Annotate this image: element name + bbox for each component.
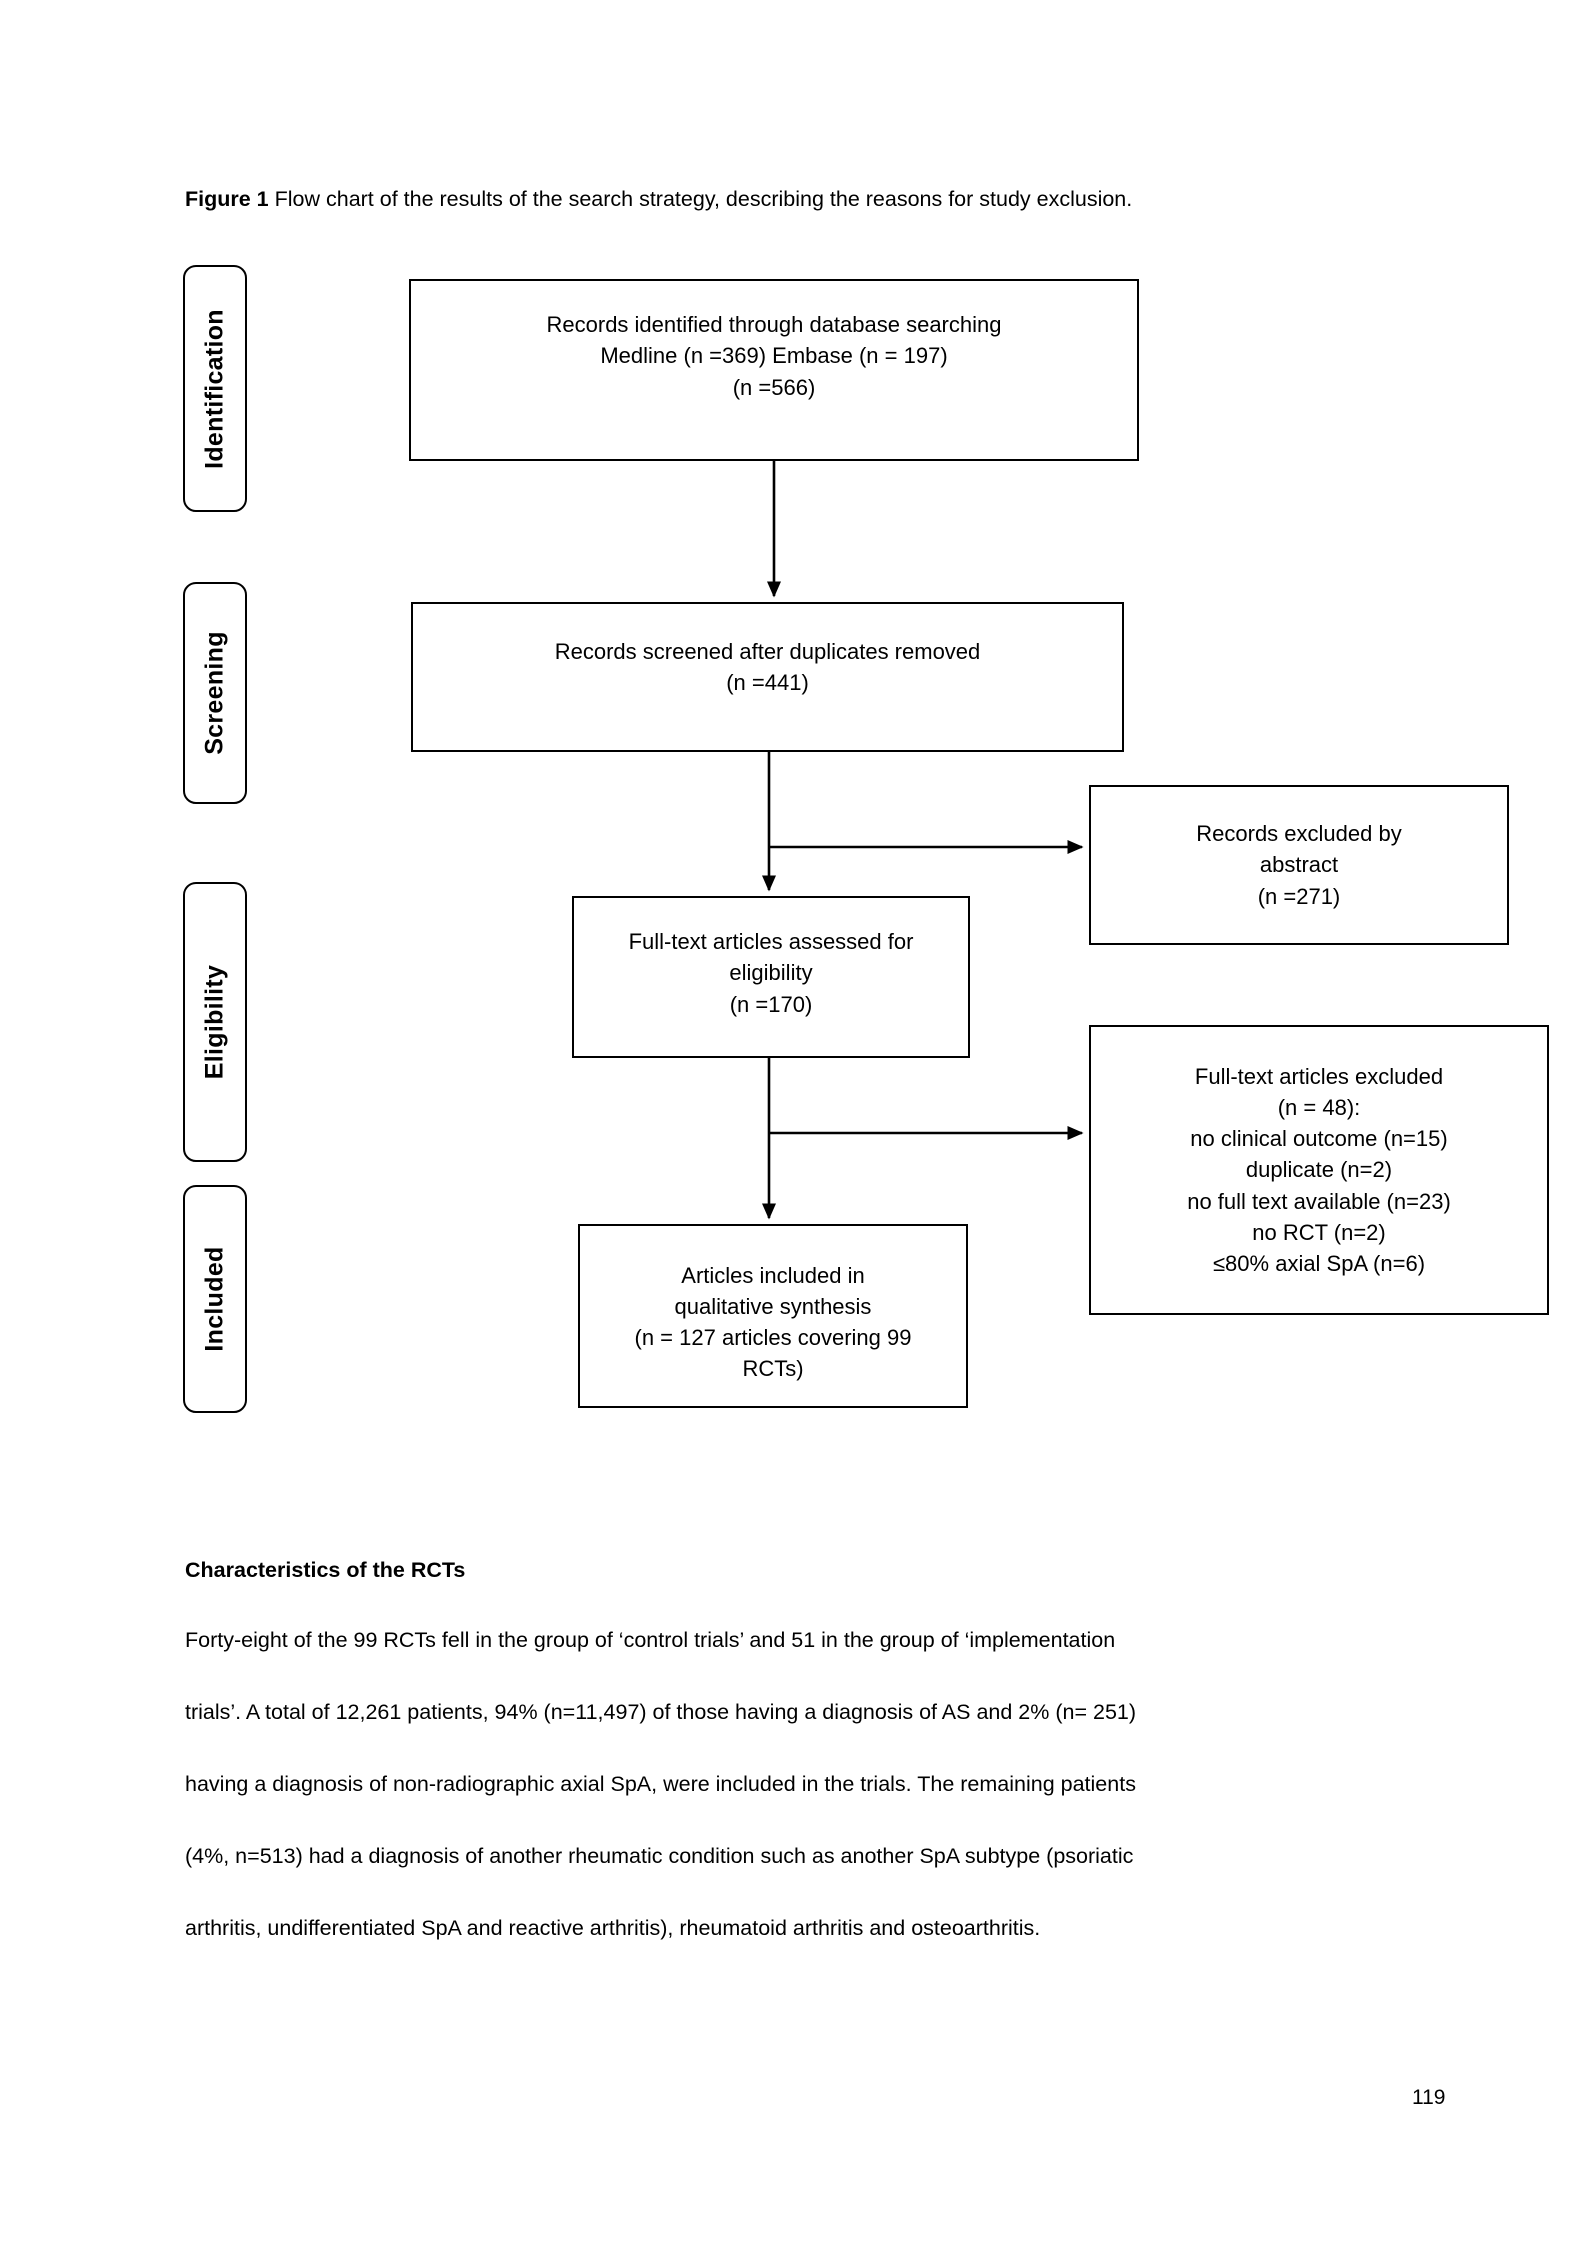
body-text-line: (4%, n=513) had a diagnosis of another r…: [185, 1844, 1134, 1868]
flow-box-line: Records screened after duplicates remove…: [554, 638, 981, 664]
stage-label-identification: Identification: [183, 265, 247, 512]
flow-box-line: no RCT (n=2): [1252, 1219, 1386, 1245]
flow-box-line: (n = 127 articles covering 99: [634, 1325, 912, 1350]
flow-box-line: RCTs): [742, 1356, 804, 1382]
stage-label-included: Included: [183, 1185, 247, 1413]
flow-box-records-excluded-by-abstract: Records excluded by abstract (n =271): [1089, 785, 1509, 945]
flow-box-line: qualitative synthesis: [674, 1293, 872, 1319]
stage-label-included-text: Included: [200, 1246, 229, 1352]
stage-label-screening: Screening: [183, 582, 247, 804]
stage-label-identification-text: Identification: [200, 308, 229, 469]
flow-box-records-identified: Records identified through database sear…: [409, 279, 1139, 461]
flow-box-line: eligibility: [729, 960, 813, 986]
stage-label-screening-text: Screening: [200, 631, 229, 755]
flow-box-records-screened: Records screened after duplicates remove…: [411, 602, 1124, 752]
flow-box-line: (n =441): [726, 670, 809, 695]
body-text-line: arthritis, undifferentiated SpA and reac…: [185, 1916, 1041, 1940]
flow-box-line: Full-text articles excluded: [1194, 1063, 1444, 1089]
flow-box-line: no full text available (n=23): [1187, 1188, 1451, 1214]
flow-box-line: (n =170): [729, 991, 813, 1017]
body-text-line: trials’. A total of 12,261 patients, 94%…: [185, 1700, 1137, 1724]
flow-box-line: (n = 48):: [1277, 1094, 1361, 1120]
page-number: 119: [1412, 2086, 1446, 2109]
flow-box-fulltext-excluded: Full-text articles excluded (n = 48): no…: [1089, 1025, 1549, 1315]
stage-label-eligibility: Eligibility: [183, 882, 247, 1162]
flow-box-line: Articles included in: [681, 1262, 865, 1288]
flow-box-line: Records excluded by: [1196, 821, 1402, 847]
figure-caption: Figure 1 Flow chart of the results of th…: [185, 186, 1415, 214]
figure-caption-text: Flow chart of the results of the search …: [268, 187, 1133, 211]
flow-box-line: (n =566): [732, 374, 816, 400]
figure-caption-label: Figure 1: [185, 187, 269, 211]
body-text-line: having a diagnosis of non-radiographic a…: [185, 1772, 1136, 1796]
flow-box-line: no clinical outcome (n=15): [1190, 1126, 1448, 1152]
flow-box-line: duplicate (n=2): [1245, 1157, 1393, 1183]
flow-box-line: ≤80% axial SpA (n=6): [1212, 1251, 1426, 1277]
flow-box-line: abstract: [1259, 852, 1339, 878]
flow-box-fulltext-assessed: Full-text articles assessed for eligibil…: [572, 896, 970, 1058]
flow-box-line: Records identified through database sear…: [546, 312, 1002, 338]
flow-box-articles-included: Articles included in qualitative synthes…: [578, 1224, 968, 1408]
section-heading: Characteristics of the RCTs: [185, 1558, 466, 1582]
flow-box-line: (n =271): [1257, 883, 1341, 909]
stage-label-eligibility-text: Eligibility: [200, 964, 229, 1080]
flow-box-line: Medline (n =369) Embase (n = 197): [600, 343, 948, 369]
body-text-line: Forty-eight of the 99 RCTs fell in the g…: [185, 1628, 1116, 1652]
flow-box-line: Full-text articles assessed for: [628, 929, 914, 955]
